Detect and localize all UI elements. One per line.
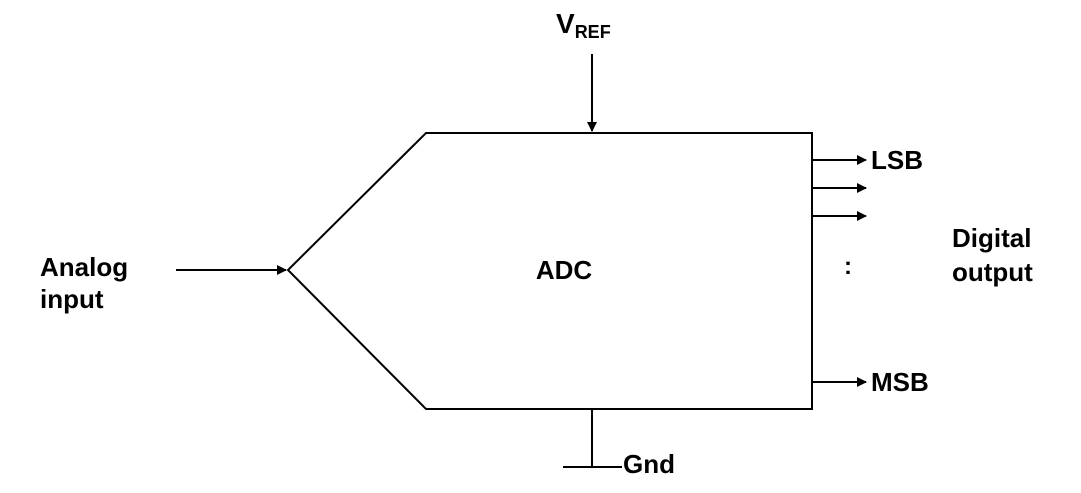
digital-output-label-line2: output [952,257,1033,287]
output-ellipsis: : [844,253,852,280]
vref-subscript: REF [575,22,611,42]
digital-output-label-line1: Digital [952,223,1031,253]
adc-label: ADC [536,255,593,285]
adc-body [286,132,813,410]
analog-input-label-line2: input [40,284,104,314]
msb-label: MSB [871,367,929,397]
vref-main: V [556,8,575,39]
lsb-label: LSB [871,145,923,175]
vref-label: VREF [556,8,611,42]
gnd-label: Gnd [623,449,675,479]
analog-input-label-line1: Analog [40,252,128,282]
